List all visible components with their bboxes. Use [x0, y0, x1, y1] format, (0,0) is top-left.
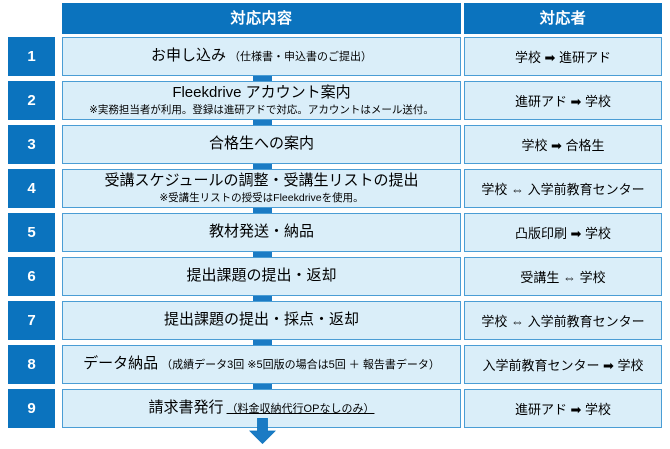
step-title-annotation: （料金収納代行OPなしのみ） — [226, 403, 375, 416]
step-content-cell: Fleekdrive アカウント案内 ※実務担当者が利用。登録は進研アドで対応。ア… — [62, 81, 461, 120]
step-title: お申し込み（仕様書・申込書のご提出） — [151, 47, 372, 66]
step-actor-cell: 学校 ⇔ 入学前教育センター — [464, 301, 662, 340]
step-title-text: 提出課題の提出・採点・返却 — [163, 311, 359, 329]
step-number-badge: 1 — [8, 37, 55, 76]
step-content-cell: 教材発送・納品 — [62, 213, 461, 252]
step-title: 教材発送・納品 — [209, 223, 314, 242]
workflow-row: 5 教材発送・納品 凸版印刷 ➡ 学校 — [0, 213, 670, 252]
flow-connector — [253, 208, 272, 213]
step-title-text: 教材発送・納品 — [208, 223, 314, 241]
arrow-down-icon — [248, 417, 277, 445]
step-actor-cell: 進研アド ➡ 学校 — [464, 389, 662, 428]
step-title-annotation: （仕様書・申込書のご提出） — [229, 51, 372, 64]
step-content-cell: お申し込み（仕様書・申込書のご提出） — [62, 37, 461, 76]
step-title-text: 合格生への案内 — [208, 135, 314, 153]
step-actor-cell: 受講生 ⇔ 学校 — [464, 257, 662, 296]
step-title-text: 受講スケジュールの調整・受講生リストの提出 — [104, 172, 419, 190]
step-title-text: データ納品 — [83, 355, 159, 373]
flow-connector — [253, 164, 272, 169]
step-title: 受講スケジュールの調整・受講生リストの提出 — [105, 172, 419, 191]
step-actor-cell: 学校 ➡ 進研アド — [464, 37, 662, 76]
workflow-row: 6 提出課題の提出・返却 受講生 ⇔ 学校 — [0, 257, 670, 296]
flow-connector — [253, 384, 272, 389]
flow-connector — [253, 296, 272, 301]
step-number-badge: 2 — [8, 81, 55, 120]
step-title: Fleekdrive アカウント案内 — [172, 84, 350, 103]
flow-connector — [253, 340, 272, 345]
workflow-row: 1 お申し込み（仕様書・申込書のご提出） 学校 ➡ 進研アド — [0, 37, 670, 76]
workflow-row: 8 データ納品（成績データ3回 ※5回版の場合は5回 ＋ 報告書データ） 入学前教育… — [0, 345, 670, 384]
step-title-annotation: （成績データ3回 ※5回版の場合は5回 ＋ 報告書データ） — [161, 359, 440, 372]
workflow-row: 3 合格生への案内 学校 ➡ 合格生 — [0, 125, 670, 164]
workflow-row: 4 受講スケジュールの調整・受講生リストの提出 ※受講生リストの授受はFleekdr… — [0, 169, 670, 208]
step-number-badge: 8 — [8, 345, 55, 384]
step-title: データ納品（成績データ3回 ※5回版の場合は5回 ＋ 報告書データ） — [83, 355, 440, 374]
step-number-badge: 3 — [8, 125, 55, 164]
step-title-text: 請求書発行 — [148, 399, 224, 417]
step-title-text: Fleekdrive アカウント案内 — [172, 84, 351, 102]
step-number-badge: 6 — [8, 257, 55, 296]
step-title: 提出課題の提出・返却 — [186, 267, 336, 286]
step-content-cell: データ納品（成績データ3回 ※5回版の場合は5回 ＋ 報告書データ） — [62, 345, 461, 384]
step-content-cell: 提出課題の提出・採点・返却 — [62, 301, 461, 340]
header-actor-column: 対応者 — [464, 3, 662, 34]
step-title: 提出課題の提出・採点・返却 — [164, 311, 359, 330]
step-title-text: 提出課題の提出・返却 — [186, 267, 337, 285]
step-title: 合格生への案内 — [209, 135, 314, 154]
step-title: 請求書発行（料金収納代行OPなしのみ） — [149, 399, 375, 418]
step-content-cell: 合格生への案内 — [62, 125, 461, 164]
step-content-cell: 提出課題の提出・返却 — [62, 257, 461, 296]
workflow-row: 7 提出課題の提出・採点・返却 学校 ⇔ 入学前教育センター — [0, 301, 670, 340]
step-note: ※実務担当者が利用。登録は進研アドで対応。アカウントはメール送付。 — [89, 104, 434, 117]
step-actor-cell: 学校 ➡ 合格生 — [464, 125, 662, 164]
step-note: ※受講生リストの授受はFleekdriveを使用。 — [159, 192, 364, 205]
step-number-badge: 5 — [8, 213, 55, 252]
step-number-badge: 4 — [8, 169, 55, 208]
workflow-row: 9 請求書発行（料金収納代行OPなしのみ） 進研アド ➡ 学校 — [0, 389, 670, 428]
header-content-column: 対応内容 — [62, 3, 461, 34]
step-number-badge: 7 — [8, 301, 55, 340]
table-header-row: 対応内容 対応者 — [0, 3, 670, 34]
step-actor-cell: 凸版印刷 ➡ 学校 — [464, 213, 662, 252]
step-actor-cell: 進研アド ➡ 学校 — [464, 81, 662, 120]
flow-connector — [253, 76, 272, 81]
flow-connector — [253, 120, 272, 125]
step-actor-cell: 学校 ⇔ 入学前教育センター — [464, 169, 662, 208]
step-number-badge: 9 — [8, 389, 55, 428]
workflow-row: 2 Fleekdrive アカウント案内 ※実務担当者が利用。登録は進研アドで対応。… — [0, 81, 670, 120]
flow-connector — [253, 252, 272, 257]
step-actor-cell: 入学前教育センター ➡ 学校 — [464, 345, 662, 384]
step-title-text: お申し込み — [150, 47, 226, 65]
step-content-cell: 受講スケジュールの調整・受講生リストの提出 ※受講生リストの授受はFleekdri… — [62, 169, 461, 208]
